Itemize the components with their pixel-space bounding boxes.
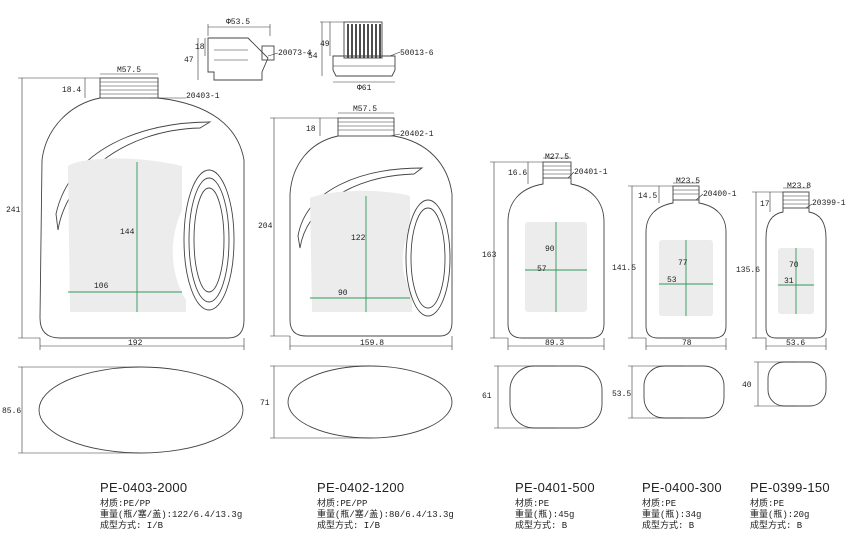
b1-label-w: 106 <box>94 282 109 291</box>
info-pe-0402-1200: PE-0402-1200 材质:PE/PP 重量(瓶/塞/盖):80/6.4/1… <box>317 480 454 532</box>
b2-finish: 20402-1 <box>400 130 434 139</box>
b3-neck: M27.5 <box>545 153 569 162</box>
mold-method: 成型方式: B <box>750 521 803 531</box>
product-code: PE-0402-1200 <box>317 480 405 495</box>
weight: 重量(瓶):20g <box>750 510 810 520</box>
product-code: PE-0401-500 <box>515 480 595 495</box>
info-pe-0403-2000: PE-0403-2000 材质:PE/PP 重量(瓶/塞/盖):122/6.4/… <box>100 480 242 532</box>
b3-finish: 20401-1 <box>574 168 608 177</box>
b5-label-h: 70 <box>789 261 799 270</box>
b1-neck-h: 18.4 <box>62 86 81 95</box>
b5-height: 135.6 <box>736 266 760 275</box>
mold-method: 成型方式: I/B <box>317 521 381 531</box>
b5-finish: 20399-1 <box>812 199 846 208</box>
material: 材质:PE/PP <box>317 499 368 509</box>
info-pe-0401-500: PE-0401-500 材质:PE 重量(瓶):45g 成型方式: B <box>515 480 595 532</box>
mold-method: 成型方式: B <box>642 521 695 531</box>
cap1-h2: 47 <box>184 56 194 65</box>
b1-neck: M57.5 <box>117 66 141 75</box>
product-code: PE-0400-300 <box>642 480 722 495</box>
bottle-pe-0401-500: 90 57 M27.5 16.6 163 89.3 20401-1 61 <box>482 153 608 429</box>
b3-depth: 61 <box>482 392 492 401</box>
weight: 重量(瓶):34g <box>642 510 702 520</box>
b2-depth: 71 <box>260 399 270 408</box>
cap1-h1: 18 <box>195 43 205 52</box>
bottle-pe-0400-300: 77 53 M23.5 14.5 141.5 78 20400-1 53.5 <box>612 177 737 419</box>
mold-method: 成型方式: B <box>515 521 568 531</box>
b4-depth: 53.5 <box>612 390 631 399</box>
b4-width: 78 <box>682 339 692 348</box>
bottle-pe-0399-150: 70 31 M23.8 17 135.6 53.6 20399-1 40 <box>736 182 846 407</box>
b3-height: 163 <box>482 251 497 260</box>
cap2-diameter: Φ61 <box>357 84 372 93</box>
cap2-code: 50013-6 <box>400 49 434 58</box>
b5-neck: M23.8 <box>787 182 811 191</box>
weight: 重量(瓶/塞/盖):80/6.4/13.3g <box>317 510 454 520</box>
b2-neck-h: 18 <box>306 125 316 134</box>
info-pe-0400-300: PE-0400-300 材质:PE 重量(瓶):34g 成型方式: B <box>642 480 722 532</box>
b4-height: 141.5 <box>612 264 636 273</box>
weight: 重量(瓶/塞/盖):122/6.4/13.3g <box>100 510 243 520</box>
b1-depth: 85.6 <box>2 407 21 416</box>
cap1-code: 20073-4 <box>278 49 312 58</box>
b3-neck-h: 16.6 <box>508 169 527 178</box>
material: 材质:PE <box>750 499 785 509</box>
material: 材质:PE <box>515 499 550 509</box>
b1-finish: 20403-1 <box>186 92 220 101</box>
b5-width: 53.6 <box>786 339 805 348</box>
b5-depth: 40 <box>742 381 752 390</box>
b3-label-w: 57 <box>537 265 547 274</box>
cap2-h2: 54 <box>308 52 318 61</box>
product-code: PE-0403-2000 <box>100 480 188 495</box>
cap-50013-6: 49 54 Φ61 50013-6 <box>308 21 434 93</box>
b2-width: 159.8 <box>360 339 384 348</box>
cap-20073-4: Φ53.5 18 47 20073-4 <box>184 18 312 81</box>
b4-finish: 20400-1 <box>703 190 737 199</box>
b2-neck: M57.5 <box>353 105 377 114</box>
material: 材质:PE/PP <box>100 499 151 509</box>
b3-label-h: 90 <box>545 245 555 254</box>
b4-neck-h: 14.5 <box>638 192 657 201</box>
b2-label-w: 90 <box>338 289 348 298</box>
weight: 重量(瓶):45g <box>515 510 575 520</box>
b5-label-w: 31 <box>784 277 794 286</box>
cap2-h1: 49 <box>320 40 330 49</box>
b1-width: 192 <box>128 339 143 348</box>
bottle-pe-0402-1200: 122 90 M57.5 18 204 159.8 20402-1 71 <box>258 105 453 439</box>
b2-height: 204 <box>258 222 273 231</box>
product-code: PE-0399-150 <box>750 480 830 495</box>
b4-label-w: 53 <box>667 276 677 285</box>
b4-label-h: 77 <box>678 259 688 268</box>
b3-width: 89.3 <box>545 339 564 348</box>
mold-method: 成型方式: I/B <box>100 521 164 531</box>
bottle-pe-0403-2000: 144 106 M57.5 18.4 241 192 20403-1 85.6 <box>2 66 245 454</box>
info-pe-0399-150: PE-0399-150 材质:PE 重量(瓶):20g 成型方式: B <box>750 480 830 532</box>
b1-height: 241 <box>6 206 21 215</box>
material: 材质:PE <box>642 499 677 509</box>
cap1-diameter: Φ53.5 <box>226 18 250 27</box>
b5-neck-h: 17 <box>760 200 770 209</box>
b2-label-h: 122 <box>351 234 366 243</box>
b1-label-h: 144 <box>120 228 135 237</box>
b4-neck: M23.5 <box>676 177 700 186</box>
